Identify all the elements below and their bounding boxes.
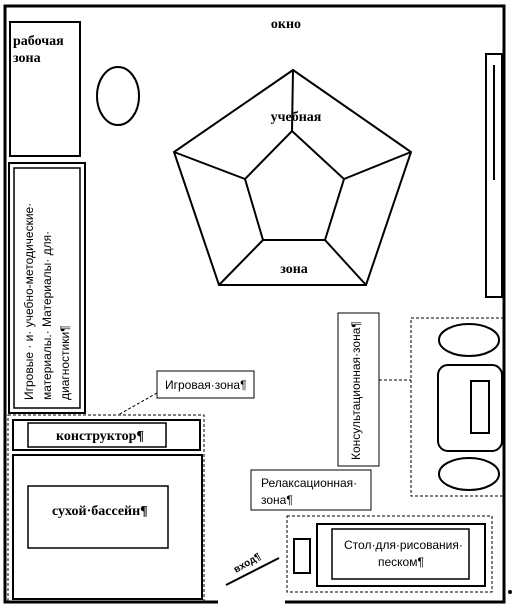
materials-label-2: материалы.· Материалы· для·	[40, 231, 54, 400]
relax-chair	[293, 538, 311, 574]
study-zone-label-bottom: зона	[280, 262, 308, 277]
relax-zone-dashed	[286, 515, 493, 593]
constructor-inner	[27, 422, 167, 448]
play-zone-label-box	[156, 370, 255, 399]
consult-zone-label: Консультационная·зона¶	[349, 321, 363, 460]
pentagon-spoke	[218, 239, 264, 286]
study-zone-label-top: учебная	[271, 110, 322, 125]
sand-table-inner	[331, 528, 470, 580]
play-zone-label: Игровая·зона¶	[165, 378, 247, 392]
work-zone-label-1: рабочая	[13, 34, 64, 49]
materials-label-3: диагностики¶	[58, 325, 72, 400]
consult-table-slot	[470, 380, 490, 434]
relax-label-box	[250, 469, 372, 511]
corner-mark	[508, 590, 512, 594]
materials-label-1: Игровые · и· учебно-методические·	[22, 203, 36, 400]
materials-shelf-inner	[13, 167, 81, 409]
oval-table	[96, 66, 140, 126]
consult-chair-top	[438, 323, 500, 357]
constructor-label: конструктор¶	[56, 429, 144, 444]
relax-zone-label-2: зона¶	[261, 493, 293, 507]
play-zone-dashed	[7, 414, 205, 603]
sand-table-label-2: песком¶	[378, 555, 424, 569]
pentagon-spoke	[324, 239, 367, 286]
entrance-label: вход¶	[232, 551, 263, 575]
consult-label-box	[337, 312, 380, 467]
pentagon-spoke	[173, 151, 246, 180]
study-zone-inner	[243, 129, 346, 241]
dry-pool-label: сухой·бассейн¶	[52, 504, 148, 519]
play-zone-leader	[117, 392, 158, 416]
dry-pool-inner	[27, 485, 169, 549]
pentagon-spoke	[343, 151, 412, 180]
relax-zone-label-1: Релаксационная·	[261, 476, 357, 490]
pentagon-spoke	[291, 69, 294, 132]
work-zone-box	[9, 21, 81, 157]
work-zone-label-2: зона	[13, 51, 41, 66]
consult-chair-bottom	[438, 457, 500, 491]
window-label: окно	[271, 17, 301, 32]
sand-table-label-1: Стол·для·рисования·	[344, 538, 463, 552]
door-line	[225, 557, 280, 586]
